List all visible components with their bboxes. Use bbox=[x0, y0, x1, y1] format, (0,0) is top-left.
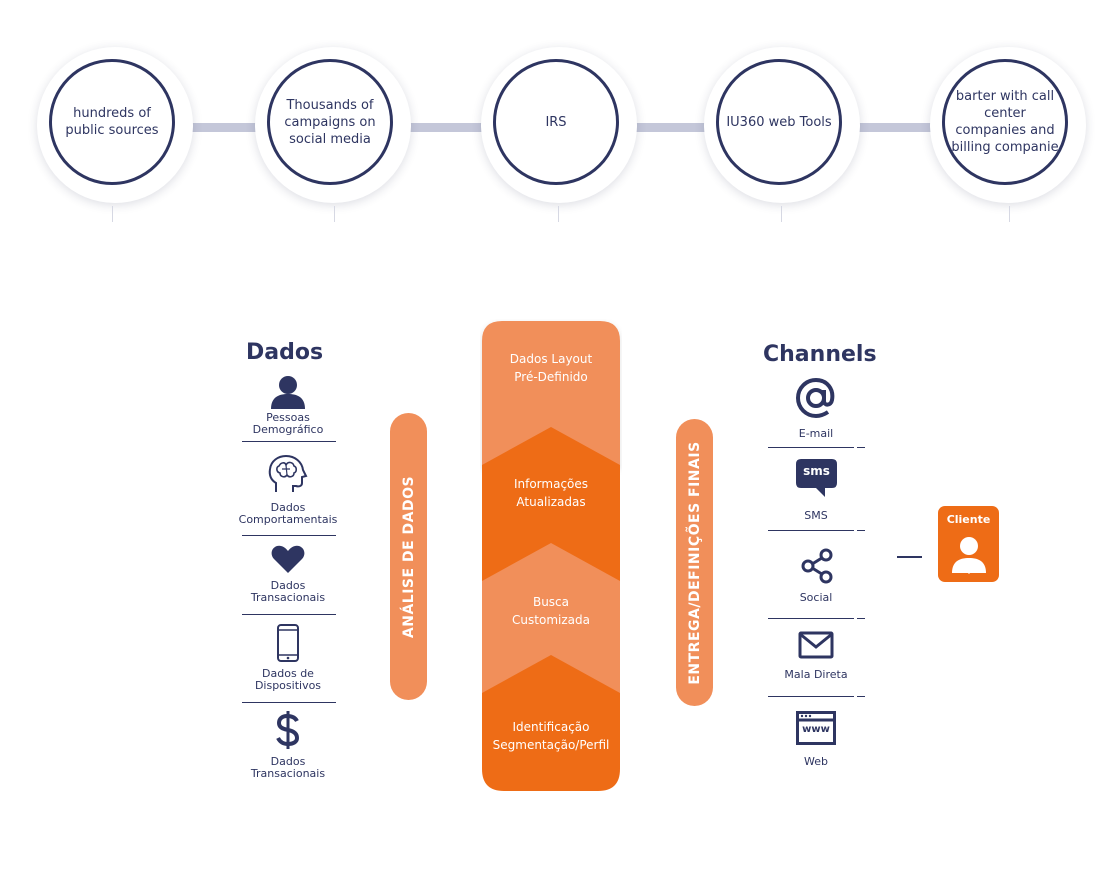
source-tick bbox=[112, 206, 113, 222]
stack-label: Dados Layout Pré-Definido bbox=[509, 352, 593, 384]
dollar-icon bbox=[276, 711, 300, 749]
heart-icon bbox=[271, 545, 305, 573]
dados-title: Dados bbox=[246, 340, 324, 365]
channel-divider-dash bbox=[857, 696, 865, 697]
source-label: barter with call center companies and bi… bbox=[942, 59, 1068, 185]
analise-label: ANÁLISE DE DADOS bbox=[400, 475, 417, 638]
source-circle: IRS bbox=[481, 47, 637, 203]
channel-divider-dash bbox=[857, 530, 865, 531]
source-tick bbox=[1009, 206, 1010, 222]
source-circle: hundreds of public sources bbox=[37, 47, 193, 203]
dados-item-label: Dados Transacionais bbox=[250, 579, 326, 604]
smartphone-icon bbox=[277, 624, 299, 662]
stack-label: Informações Atualizadas bbox=[513, 477, 589, 509]
connector-line bbox=[190, 123, 260, 132]
channel-divider bbox=[768, 696, 854, 697]
channel-divider bbox=[768, 618, 854, 619]
channel-divider bbox=[768, 530, 854, 531]
connector-line bbox=[854, 123, 936, 132]
channels-title: Channels bbox=[763, 342, 877, 367]
source-tick bbox=[558, 206, 559, 222]
stack-segment-4 bbox=[482, 655, 620, 791]
channel-label: SMS bbox=[804, 509, 828, 522]
sms-badge: sms bbox=[803, 464, 830, 478]
browser-icon: www bbox=[796, 711, 836, 745]
channel-divider-dash bbox=[857, 447, 865, 448]
stack-segment-3 bbox=[482, 543, 620, 695]
stack-shapes bbox=[482, 321, 620, 791]
channel-label: E-mail bbox=[798, 427, 834, 440]
dados-item-pessoas: Pessoas Demográfico bbox=[238, 374, 338, 436]
entrega-label: ENTREGA/DEFINIÇÕES FINAIS bbox=[686, 440, 703, 685]
envelope-icon bbox=[798, 631, 834, 659]
source-circle: Thousands of campaigns on social media bbox=[255, 47, 411, 203]
at-icon bbox=[795, 377, 835, 419]
dados-divider bbox=[242, 614, 336, 615]
cliente-label: Cliente bbox=[946, 513, 991, 526]
source-label: hundreds of public sources bbox=[49, 59, 175, 185]
connector-line bbox=[408, 123, 486, 132]
dados-item-transacionais: Dados Transacionais bbox=[238, 544, 338, 604]
stack-label: Identificação Segmentação/Perfil bbox=[492, 720, 610, 752]
dados-item-comportamentais: Dados Comportamentais bbox=[238, 452, 338, 526]
source-circle: IU360 web Tools bbox=[704, 47, 860, 203]
channel-label: Social bbox=[799, 591, 833, 604]
dados-divider bbox=[242, 441, 336, 442]
cliente-connector bbox=[897, 556, 922, 558]
stack-segment-1 bbox=[482, 321, 620, 469]
analise-pill: ANÁLISE DE DADOS bbox=[390, 413, 427, 700]
brain-icon bbox=[268, 454, 308, 492]
channel-label: Web bbox=[804, 755, 828, 768]
person-icon bbox=[952, 537, 986, 574]
stack-segment-2 bbox=[482, 427, 620, 583]
share-icon bbox=[801, 548, 833, 584]
channel-label: Mala Direta bbox=[784, 668, 848, 681]
stack-label: Busca Customizada bbox=[512, 595, 590, 627]
connector-line bbox=[632, 123, 708, 132]
dados-item-dispositivos: Dados de Dispositivos bbox=[238, 624, 338, 692]
source-circle: barter with call center companies and bi… bbox=[930, 47, 1086, 203]
dados-item-transacionais-2: Dados Transacionais bbox=[238, 710, 338, 780]
source-tick bbox=[781, 206, 782, 222]
channel-divider bbox=[768, 447, 854, 448]
source-label: IU360 web Tools bbox=[716, 59, 842, 185]
dados-divider bbox=[242, 535, 336, 536]
dados-item-label: Pessoas Demográfico bbox=[252, 411, 324, 436]
channel-divider-dash bbox=[857, 618, 865, 619]
source-tick bbox=[334, 206, 335, 222]
dados-item-label: Dados Transacionais bbox=[250, 755, 326, 780]
dados-divider bbox=[242, 702, 336, 703]
cliente-box: Cliente bbox=[938, 506, 999, 582]
sms-icon: sms bbox=[795, 458, 838, 498]
person-icon bbox=[271, 376, 305, 409]
entrega-pill: ENTREGA/DEFINIÇÕES FINAIS bbox=[676, 419, 713, 706]
source-label: Thousands of campaigns on social media bbox=[267, 59, 393, 185]
source-label: IRS bbox=[493, 59, 619, 185]
dados-item-label: Dados de Dispositivos bbox=[254, 667, 322, 692]
www-badge: www bbox=[802, 724, 830, 735]
dados-item-label: Dados Comportamentais bbox=[238, 501, 338, 526]
